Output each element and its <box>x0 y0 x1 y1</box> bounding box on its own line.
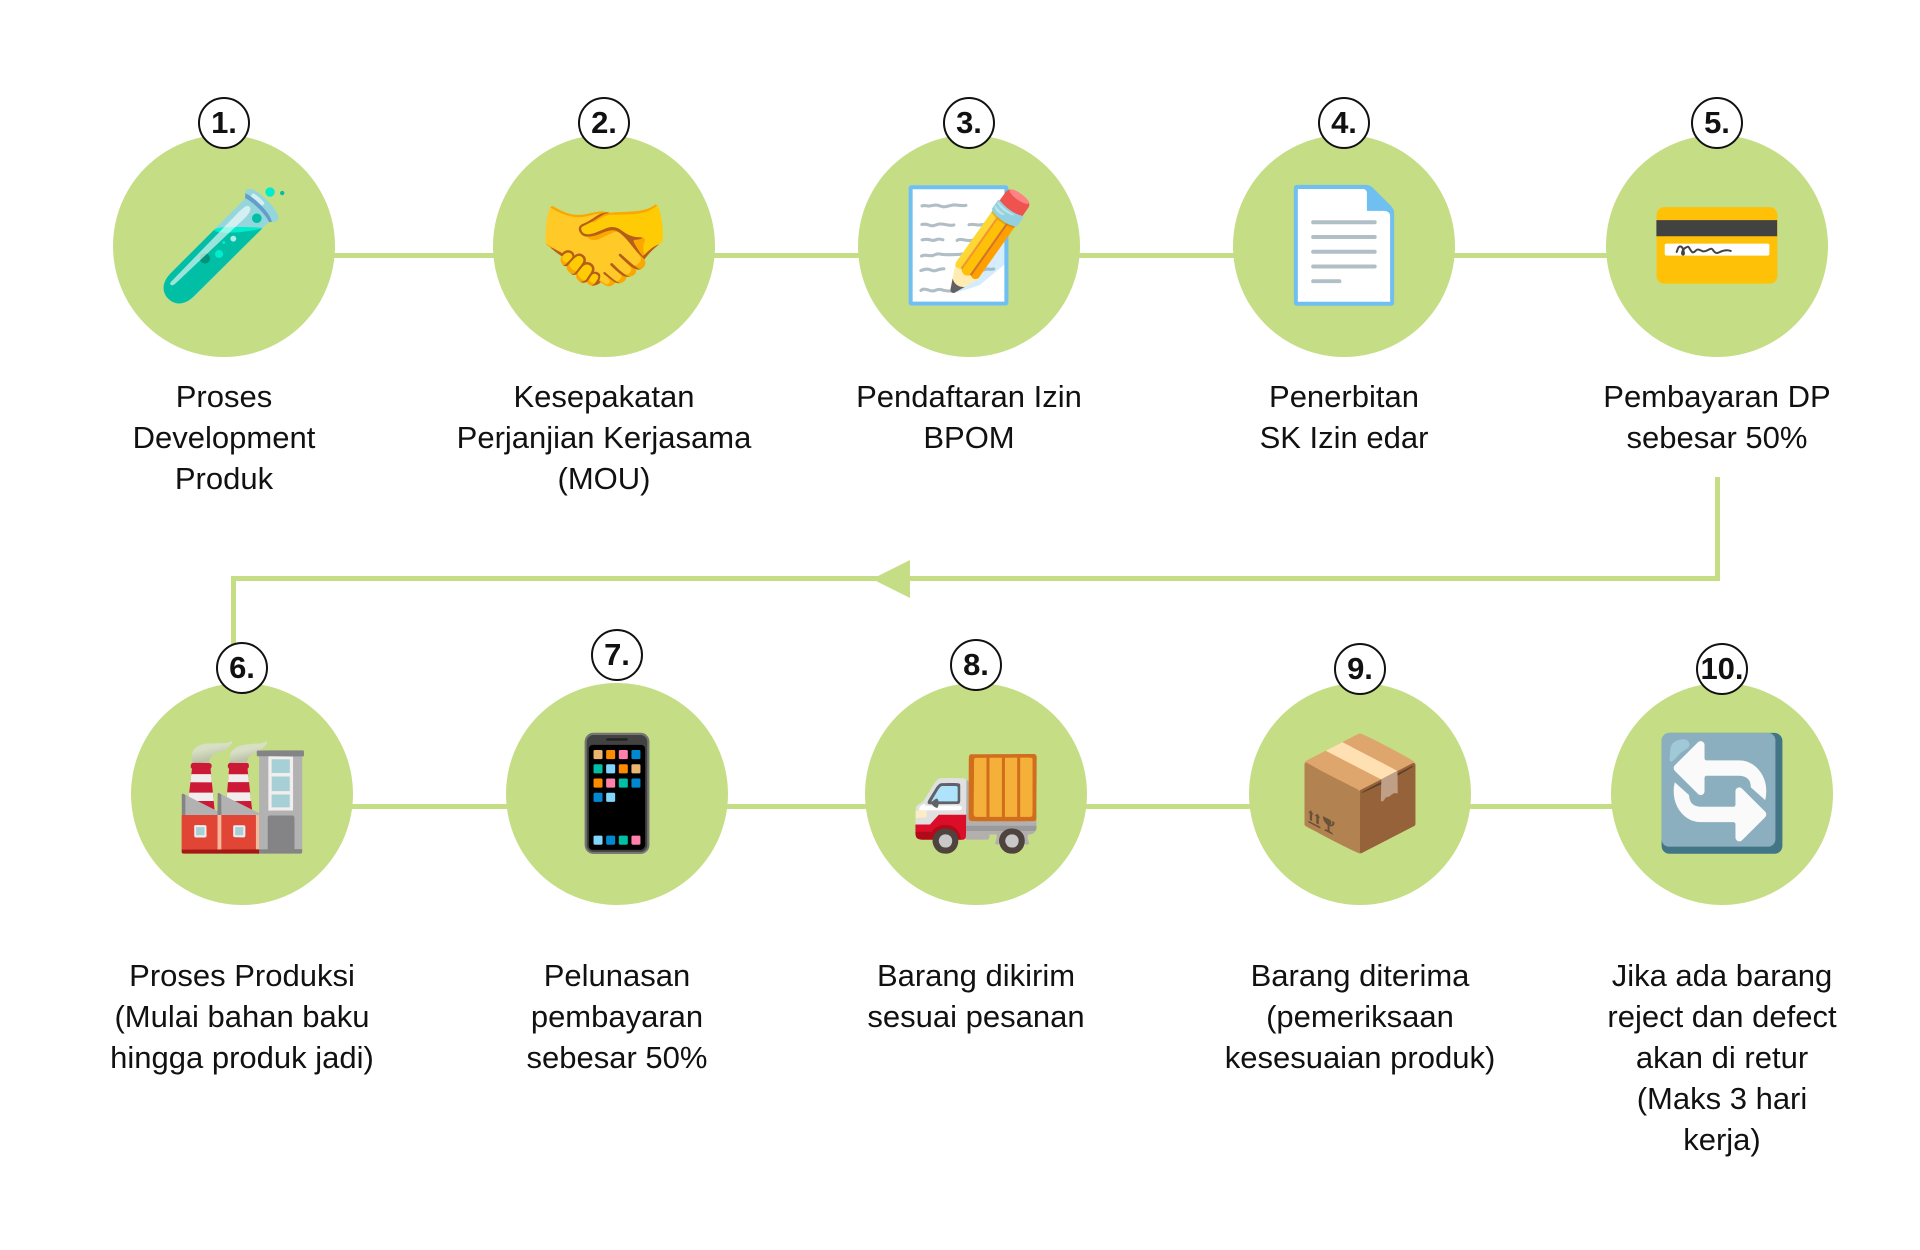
step-number-badge: 6. <box>216 642 268 694</box>
step-circle: 📄 <box>1233 135 1455 357</box>
step-number-badge: 3. <box>943 97 995 149</box>
step-number-badge: 8. <box>950 639 1002 691</box>
step-label: Pendaftaran Izin BPOM <box>856 379 1082 455</box>
step-number-badge: 5. <box>1691 97 1743 149</box>
step-number-badge: 1. <box>198 97 250 149</box>
registration-officers-icon: 📝 <box>900 184 1038 307</box>
boxes-worker-icon: 📦 <box>1291 732 1429 855</box>
delivery-truck-icon: 🚚 <box>907 732 1045 855</box>
factory-machine-icon: 🏭 <box>173 732 311 855</box>
return-connector-down-left <box>231 576 236 646</box>
step-number-badge: 9. <box>1334 643 1386 695</box>
document-certificate-icon: 📄 <box>1275 184 1413 307</box>
step-circle: 🧪 <box>113 135 335 357</box>
payment-terminal-icon: 💳 <box>1648 184 1786 307</box>
step-number-badge: 7. <box>591 629 643 681</box>
return-connector-horizontal <box>231 576 1720 581</box>
step-label: Barang dikirim sesuai pesanan <box>867 958 1085 1034</box>
step-label: Pelunasan pembayaran sebesar 50% <box>526 958 708 1075</box>
step-circle: 📱 <box>506 683 728 905</box>
step-circle: 💳 <box>1606 135 1828 357</box>
step-label: Proses Development Produk <box>132 379 316 496</box>
step-number-badge: 10. <box>1696 643 1748 695</box>
scientist-chalkboard-icon: 🧪 <box>155 184 293 307</box>
handover-people-icon: 🔄 <box>1653 732 1791 855</box>
mobile-payment-icon: 📱 <box>548 732 686 855</box>
step-label: Jika ada barang reject dan defect akan d… <box>1607 958 1837 1157</box>
step-circle: 🏭 <box>131 683 353 905</box>
step-circle: 📝 <box>858 135 1080 357</box>
step-circle: 🤝 <box>493 135 715 357</box>
step-label: Penerbitan SK Izin edar <box>1259 379 1429 455</box>
step-circle: 🚚 <box>865 683 1087 905</box>
meeting-table-icon: 🤝 <box>535 184 673 307</box>
step-number-badge: 4. <box>1318 97 1370 149</box>
step-label: Barang diterima (pemeriksaan kesesuaian … <box>1224 958 1496 1075</box>
return-connector-down <box>1715 477 1720 581</box>
step-circle: 🔄 <box>1611 683 1833 905</box>
step-number-badge: 2. <box>578 97 630 149</box>
step-circle: 📦 <box>1249 683 1471 905</box>
step-label: Kesepakatan Perjanjian Kerjasama (MOU) <box>456 379 752 496</box>
step-label: Proses Produksi (Mulai bahan baku hingga… <box>110 958 374 1075</box>
arrow-left-icon <box>872 560 910 598</box>
step-label: Pembayaran DP sebesar 50% <box>1603 379 1831 455</box>
